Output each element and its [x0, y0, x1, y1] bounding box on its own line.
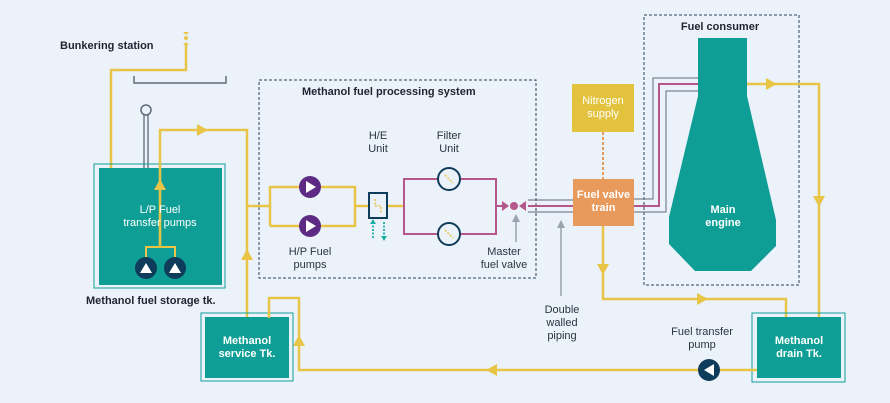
- lp-pump-1-icon: [135, 257, 157, 279]
- drain-tank-outline: [751, 312, 846, 383]
- filter-unit-label-line1: Filter: [436, 130, 462, 142]
- fvt-drain-arrow-down: [597, 264, 609, 275]
- filter-unit-label-line2: Unit: [439, 143, 459, 155]
- main-engine-label: Main engine: [700, 204, 746, 230]
- filter-1-icon: [437, 167, 461, 191]
- fuel-consumer-label: Fuel consumer: [680, 21, 760, 33]
- double-wall-pointer-head: [557, 220, 565, 228]
- fuel-consumer-boundary: [643, 14, 800, 286]
- fvt-engine-outer-2: [634, 90, 698, 213]
- master-fuel-valve-icon: [502, 201, 526, 211]
- fuel-valve-train-box: [573, 179, 634, 226]
- service-tank-label: Methanol service Tk.: [205, 335, 289, 361]
- bunkering-station-label: Bunkering station: [60, 40, 154, 52]
- engine-drain-arrow-down: [813, 196, 825, 207]
- hp-pump-2-icon: [299, 215, 321, 237]
- bunkering-connector-icon: [183, 32, 189, 45]
- master-fuel-valve-label-line2: fuel valve: [480, 259, 528, 271]
- filter-unit-label: Filter Unit: [429, 130, 469, 156]
- double-walled-piping-label: Double walled piping: [540, 304, 584, 343]
- engine-drain-arrow-right: [766, 78, 777, 90]
- fuel-valve-train-label-line1: Fuel valve: [576, 189, 631, 201]
- fuel-transfer-pump-label: Fuel transfer pump: [664, 326, 740, 352]
- vent-icon: [140, 104, 152, 168]
- return-up-arrow: [241, 249, 253, 260]
- he-unit-label-line2: Unit: [368, 143, 388, 155]
- processing-system-boundary: [258, 79, 537, 279]
- service-tank: [205, 317, 289, 378]
- storage-tank-label: Methanol fuel storage tk.: [86, 295, 216, 307]
- lp-riser-arrow: [154, 179, 166, 190]
- main-engine-label-line1: Main: [710, 204, 736, 216]
- service-return-arrow-up: [293, 335, 305, 346]
- lp-discharge-arrow: [197, 124, 208, 136]
- main-engine: [669, 38, 776, 271]
- main-engine-label-line2: engine: [705, 217, 741, 229]
- drain-return-line: [297, 340, 757, 372]
- fuel-valve-train-label: Fuel valve train: [573, 189, 634, 215]
- fuel-transfer-pump-label-line1: Fuel transfer: [671, 326, 733, 338]
- hp-pumps-label-line1: H/P Fuel: [288, 246, 332, 258]
- drain-tank-label: Methanol drain Tk.: [757, 335, 841, 361]
- filter-2-icon: [437, 222, 461, 246]
- master-fuel-valve-label: Master fuel valve: [474, 246, 534, 272]
- fvt-engine-outer-1: [634, 77, 698, 200]
- hp-pumps-label: H/P Fuel pumps: [280, 246, 340, 272]
- nitrogen-supply-label-line2: supply: [587, 108, 619, 120]
- hp-pump-1-icon: [299, 176, 321, 198]
- fvt-drain-line: [601, 226, 788, 318]
- double-walled-piping-label-line3: piping: [547, 330, 577, 342]
- master-valve-pointer-head: [512, 214, 520, 222]
- lp-pump-2-icon: [164, 257, 186, 279]
- nitrogen-supply-label-line1: Nitrogen: [582, 95, 624, 107]
- drain-tank-label-line1: Methanol: [774, 335, 824, 347]
- nitrogen-supply-label: Nitrogen supply: [572, 95, 634, 121]
- hp-pumps-label-line2: pumps: [293, 259, 327, 271]
- service-tank-label-line1: Methanol: [222, 335, 272, 347]
- drain-tank: [757, 317, 841, 378]
- nitrogen-supply-box: [572, 84, 634, 132]
- master-fuel-valve-label-line1: Master: [487, 246, 521, 258]
- lp-pumps-label-line1: L/P Fuel: [139, 204, 181, 216]
- lp-pumps-label: L/P Fuel transfer pumps: [110, 204, 210, 230]
- fvt-drain-arrow-right: [697, 293, 708, 305]
- lp-pumps-label-line2: transfer pumps: [123, 217, 197, 229]
- he-unit-label: H/E Unit: [358, 130, 398, 156]
- service-tank-outline: [200, 312, 294, 382]
- service-tank-outlet: [267, 296, 301, 340]
- drain-return-arrow-left: [486, 364, 497, 376]
- heat-exchanger-icon: [368, 192, 388, 241]
- fvt-engine-gas: [634, 83, 698, 207]
- processing-system-label: Methanol fuel processing system: [302, 86, 476, 98]
- double-walled-piping-label-line2: walled: [546, 317, 578, 329]
- drip-tray: [133, 76, 227, 84]
- fuel-valve-train-label-line2: train: [591, 202, 616, 214]
- he-unit-label-line1: H/E: [368, 130, 388, 142]
- fuel-transfer-pump-icon: [698, 359, 720, 381]
- bunkering-line: [109, 44, 188, 168]
- fuel-transfer-pump-label-line2: pump: [688, 339, 716, 351]
- double-walled-piping-label-line1: Double: [544, 304, 580, 316]
- service-tank-label-line2: service Tk.: [218, 348, 276, 360]
- drain-tank-label-line2: drain Tk.: [776, 348, 822, 360]
